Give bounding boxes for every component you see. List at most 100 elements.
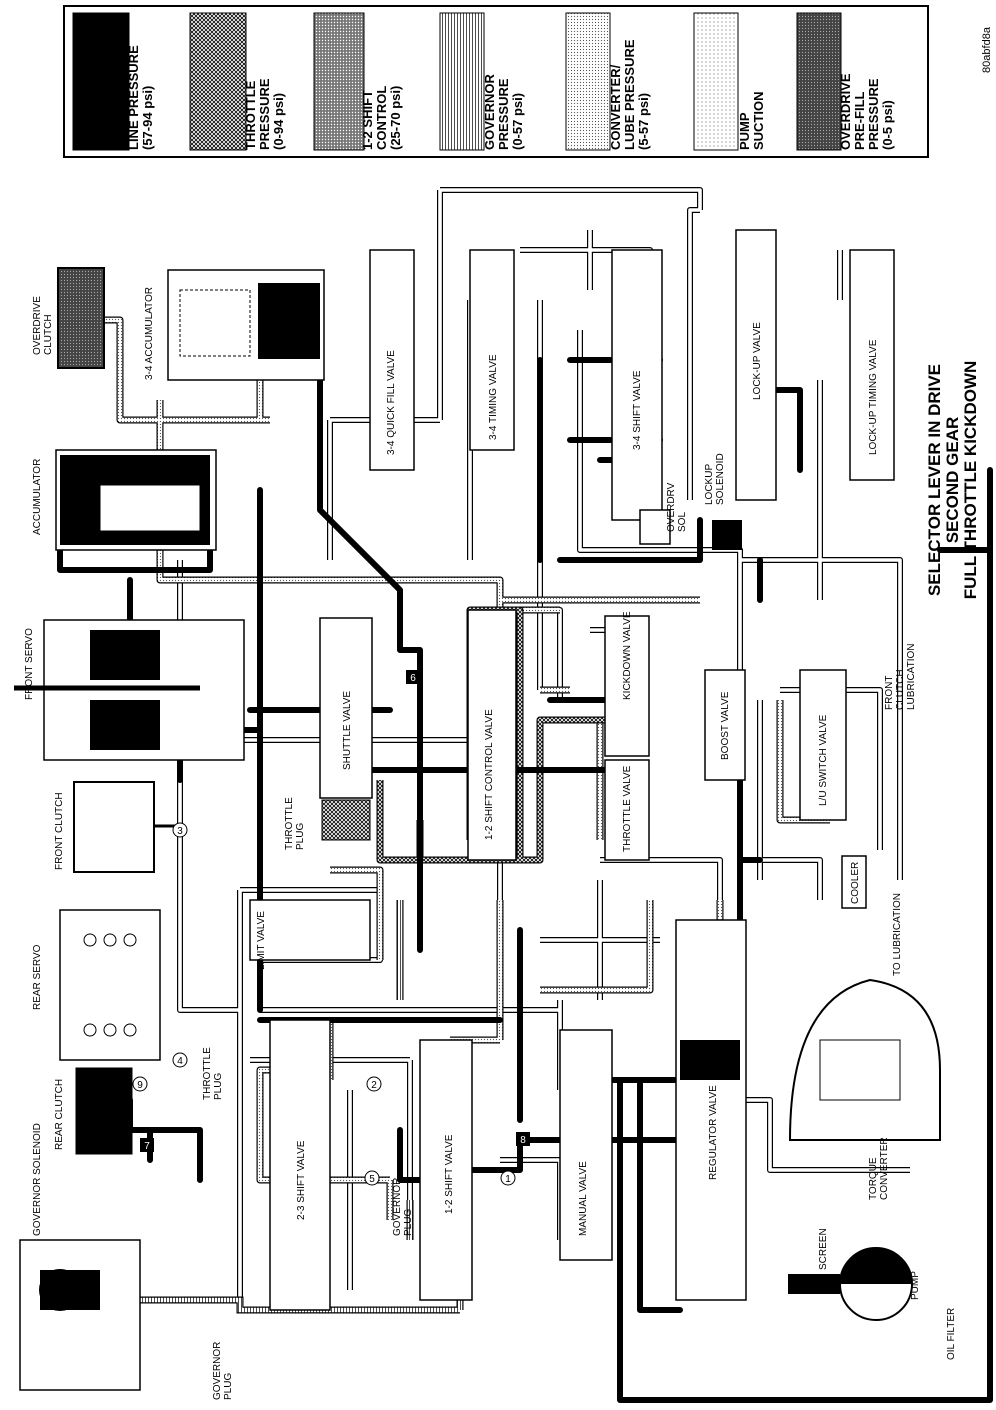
svg-text:1-2 SHIFTCONTROL(25-70 psi): 1-2 SHIFTCONTROL(25-70 psi) [360,86,403,150]
label-lu-switch-valve: L/U SWITCH VALVE [818,714,829,806]
overdrive-solenoid [639,509,671,545]
label-torque-converter-2: CONVERTER [879,1137,890,1200]
rear-servo [59,909,161,1061]
valve-lockup-timing [849,249,895,481]
circuit-9: 9 [132,1076,148,1092]
label-manual-valve: MANUAL VALVE [578,1161,589,1236]
circuit-5: 5 [364,1170,380,1186]
label-shuttle-valve: SHUTTLE VALVE [342,691,353,770]
governor-solenoid [19,1239,141,1391]
rear-clutch [75,1067,133,1155]
legend-throttle-l1: THROTTLE [243,80,258,150]
svg-text:4: 4 [177,1056,183,1067]
label-12-shift-control-valve: 1-2 SHIFT CONTROL VALVE [484,709,495,840]
label-governor-plug-mid-2: PLUG [403,1209,414,1236]
overdrive-clutch [57,267,105,369]
legend-conv-l1: CONVERTER/ [608,64,623,150]
circuit-7: 7 [140,1138,154,1152]
passages-line-pressure [57,327,993,1403]
label-front-clutch: FRONT CLUTCH [54,792,65,870]
svg-text:SELECTOR LEVER IN DRIVESECOND: SELECTOR LEVER IN DRIVESECOND GEARFULL T… [925,361,980,600]
svg-text:7: 7 [144,1141,150,1152]
label-lockup-timing-valve: LOCK-UP TIMING VALVE [868,339,879,455]
label-kickdown-valve: KICKDOWN VALVE [622,611,633,700]
circuit-3: 3 [172,822,188,838]
label-front-clutch-lub-2: CLUTCH [895,669,906,710]
label-throttle-valve: THROTTLE VALVE [622,765,633,852]
label-regulator-valve: REGULATOR VALVE [708,1085,719,1180]
label-23-shift-valve: 2-3 SHIFT VALVE [296,1140,307,1220]
svg-text:5: 5 [369,1174,375,1185]
label-governor-plug-mid-1: GOVERNOR [392,1178,403,1236]
circuit-4: 4 [172,1052,188,1068]
label-lockup-solenoid-1: LOCKUP [704,464,715,505]
label-34-shift-valve: 3-4 SHIFT VALVE [632,370,643,450]
legend-line-pressure: LINE PRESSURE(57-94 psi) [72,12,155,151]
valve-limit [249,899,371,961]
svg-text:3: 3 [177,826,183,837]
screen [788,1274,840,1294]
torque-converter [788,978,941,1141]
svg-text:8: 8 [520,1135,526,1146]
caption-line2: SECOND GEAR [943,417,962,544]
label-governor-plug-left-2: PLUG [223,1373,234,1400]
label-lockup-valve: LOCK-UP VALVE [752,322,763,400]
accumulator-34 [167,269,325,381]
svg-text:OVERDRIVEPRE-FILLPRESSURE(0-5: OVERDRIVEPRE-FILLPRESSURE(0-5 psi) [838,73,895,150]
front-clutch [73,781,180,873]
label-pump: PUMP [910,1271,921,1300]
label-limit-valve: LIMIT VALVE [256,911,267,970]
label-boost-valve: BOOST VALVE [720,691,731,760]
legend: LINE PRESSURE(57-94 psi) THROTTLEPRESSUR… [63,5,929,158]
legend-shiftctl-l3: (25-70 psi) [388,86,403,150]
legend-converter-lube: CONVERTER/LUBE PRESSURE(5-57 psi) [565,12,651,151]
front-servo [14,619,245,761]
label-throttle-plug-mid-1: THROTTLE [284,797,295,850]
label-throttle-plug-mid-2: PLUG [295,823,306,850]
svg-text:2: 2 [371,1080,377,1091]
label-12-shift-valve: 1-2 SHIFT VALVE [444,1134,455,1214]
legend-shiftctl-l1: 1-2 SHIFT [360,90,375,150]
circuit-6: 6 [406,670,420,684]
legend-pump-l1: PUMP [737,112,752,150]
circuit-1: 1 [500,1170,516,1186]
valve-lockup [735,229,777,501]
svg-text:THROTTLEPLUG: THROTTLEPLUG [284,797,306,850]
figure-code: 80abfd8a [981,26,993,73]
svg-text:GOVERNORPLUG: GOVERNORPLUG [212,1342,234,1400]
svg-text:9: 9 [137,1080,143,1091]
svg-text:LINE PRESSURE(57-94 psi): LINE PRESSURE(57-94 psi) [126,45,155,150]
legend-overdrive-prefill: OVERDRIVEPRE-FILLPRESSURE(0-5 psi) [796,12,895,151]
valve-34-quick-fill [369,249,415,471]
valve-34-timing [469,249,515,451]
legend-od-l1: OVERDRIVE [838,73,853,150]
legend-line-pressure-l1: LINE PRESSURE [126,45,141,150]
legend-conv-l2: LUBE PRESSURE [622,39,637,150]
svg-text:CONVERTER/LUBE PRESSURE(5-57 p: CONVERTER/LUBE PRESSURE(5-57 psi) [608,39,651,150]
label-rear-clutch: REAR CLUTCH [54,1079,65,1150]
svg-text:PUMPSUCTION: PUMPSUCTION [737,92,766,151]
legend-gov-l1: GOVERNOR [482,74,497,150]
legend-throttle-pressure: THROTTLEPRESSURE(0-94 psi) [189,12,286,151]
svg-text:OVERDRIVECLUTCH: OVERDRIVECLUTCH [32,296,54,355]
label-accumulator: ACCUMULATOR [32,459,43,535]
valve-34-shift [611,249,663,521]
label-front-clutch-lub-3: LUBRICATION [906,644,917,711]
label-throttle-plug-left-2: PLUG [213,1073,224,1100]
accumulator [55,449,217,551]
valve-regulator [675,919,747,1301]
label-rear-servo: REAR SERVO [32,944,43,1010]
legend-conv-l3: (5-57 psi) [636,93,651,150]
legend-shift-control: 1-2 SHIFTCONTROL(25-70 psi) [313,12,403,151]
label-overdrv-sol-1: OVERDRV [666,482,677,532]
label-overdrv-sol-2: SOL [677,512,688,532]
label-front-servo: FRONT SERVO [24,628,35,700]
label-torque-converter-1: TORQUE [868,1157,879,1200]
legend-line-pressure-l2: (57-94 psi) [140,86,155,150]
valve-12-shift-control [467,609,517,861]
label-lockup-solenoid-2: SOLENOID [715,453,726,505]
legend-od-l2: PRE-FILL [852,91,867,150]
svg-text:TORQUECONVERTER: TORQUECONVERTER [868,1137,890,1200]
svg-text:FRONTCLUTCHLUBRICATION: FRONTCLUTCHLUBRICATION [884,644,917,711]
